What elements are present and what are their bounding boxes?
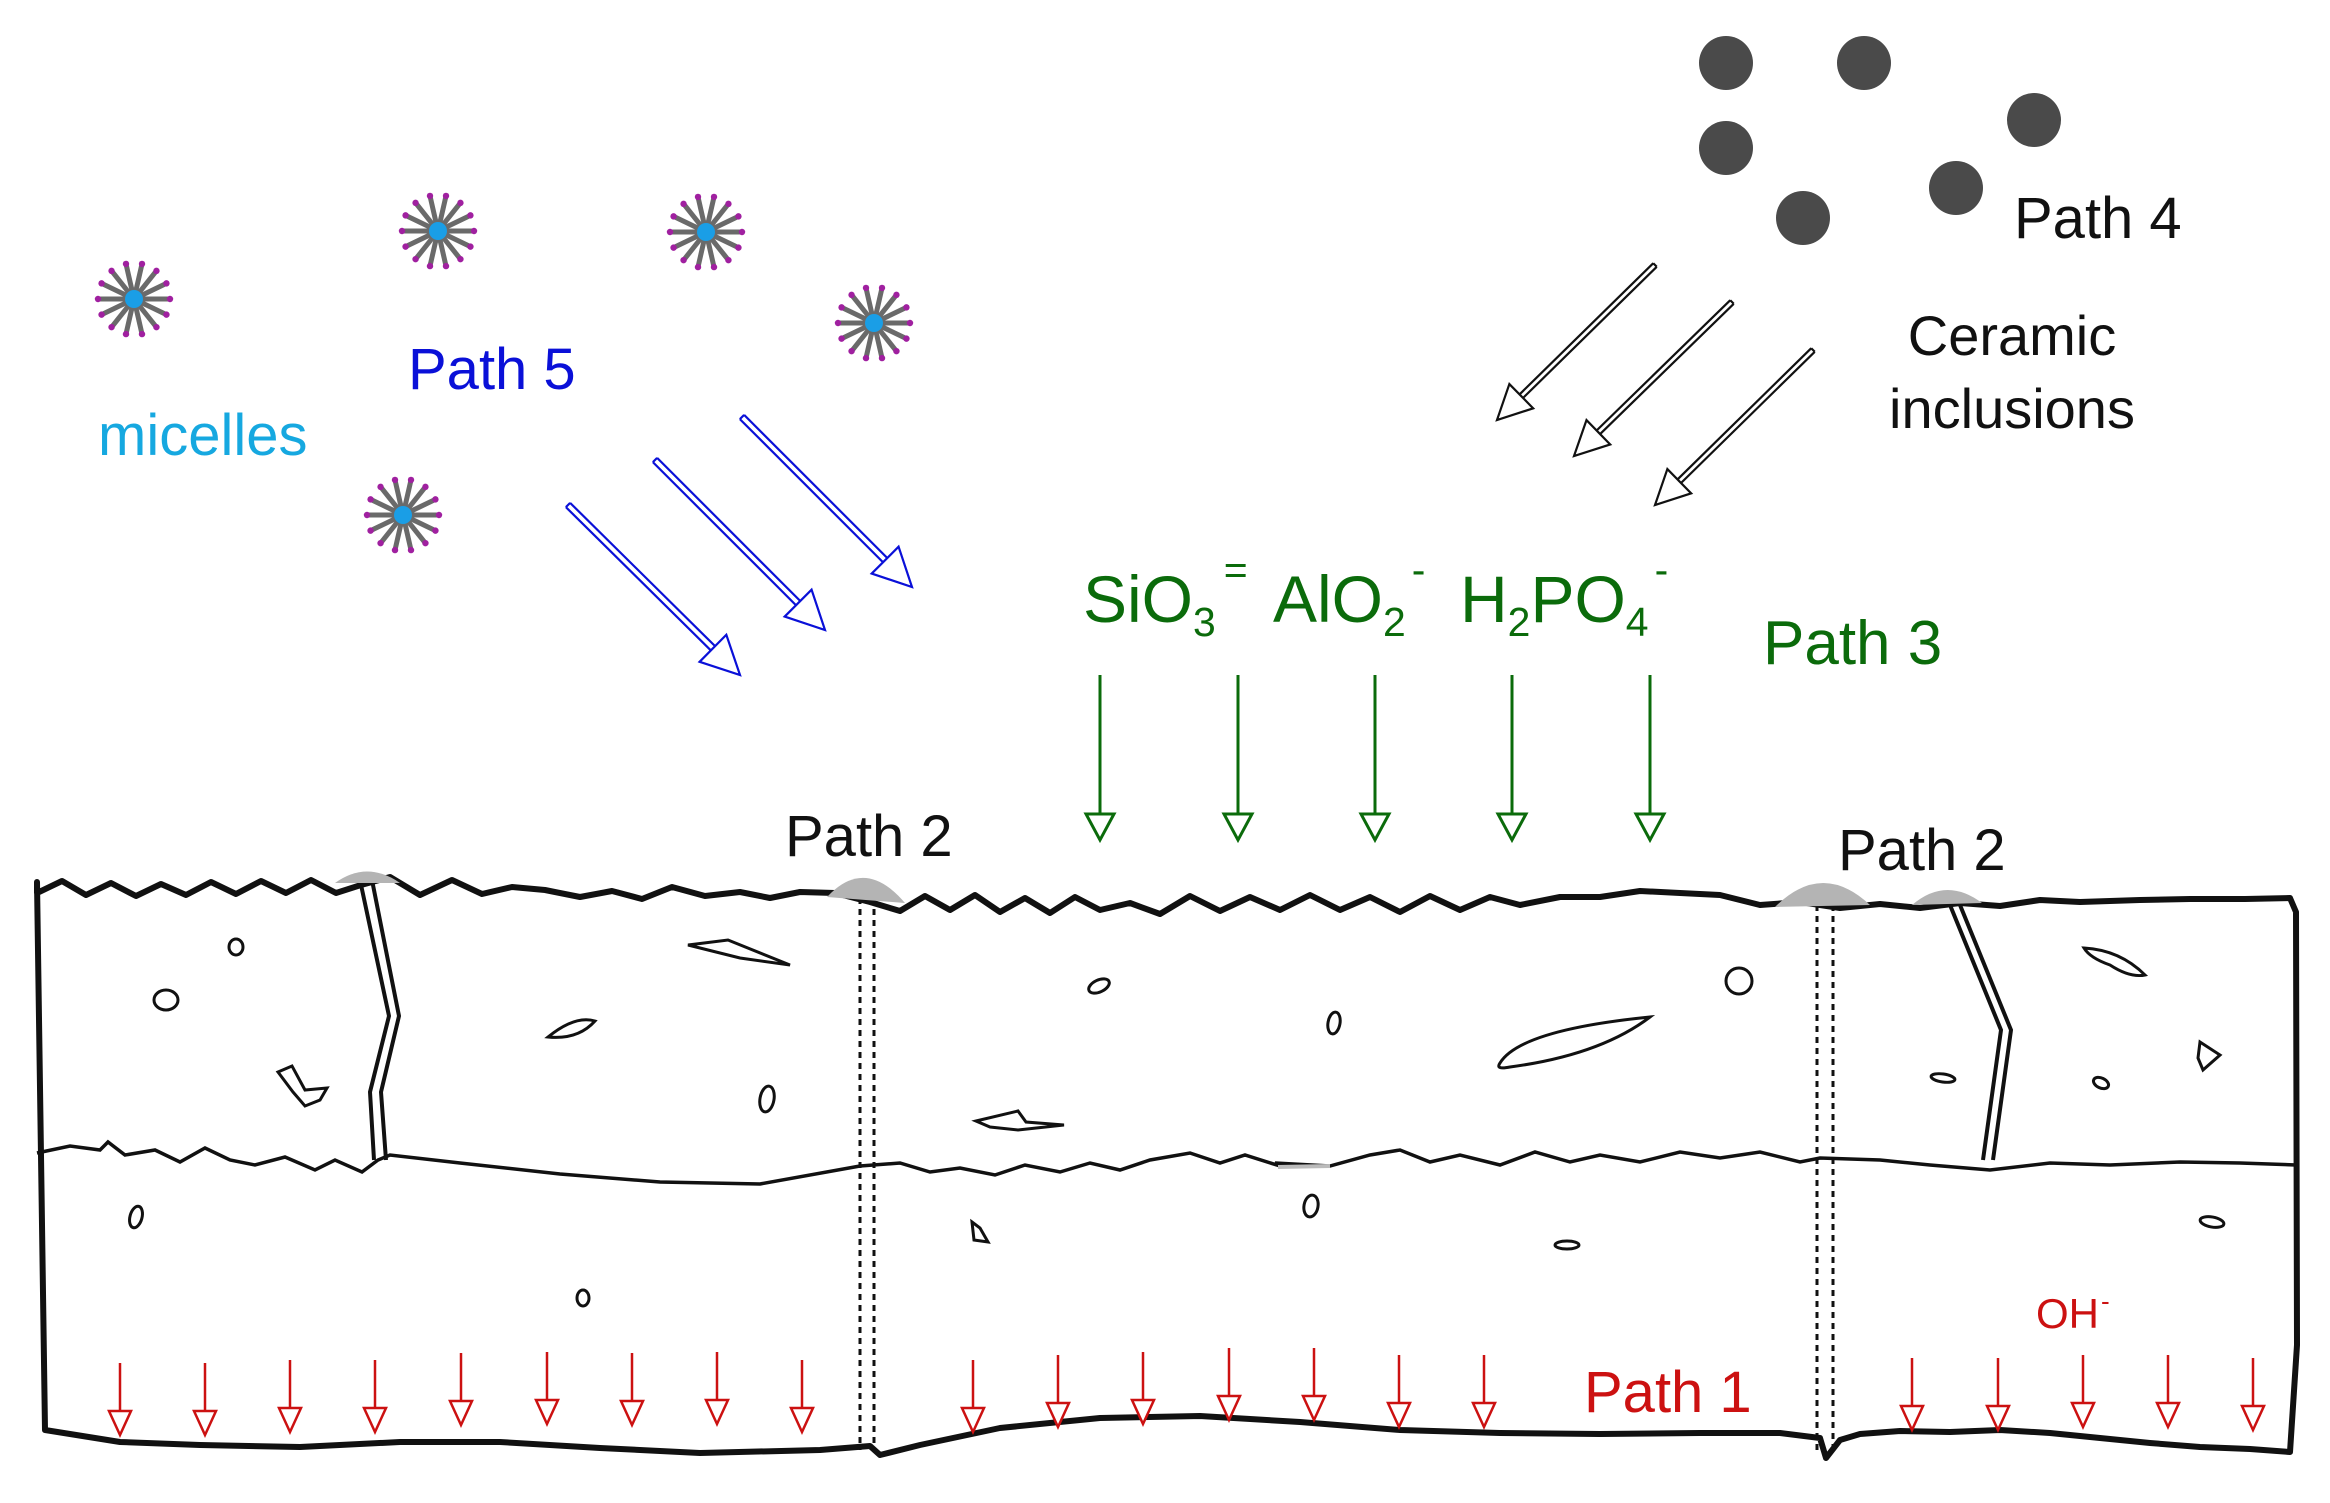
micelles-label: micelles	[98, 403, 308, 468]
arrow-icon	[1495, 675, 1529, 844]
arrow-icon	[448, 1353, 474, 1429]
arrow-icon	[1386, 1355, 1412, 1431]
ceramic-inclusions-label-line2: inclusions	[1889, 377, 2135, 440]
ceramic-particle-icon	[1837, 36, 1891, 90]
arrow-icon	[619, 1353, 645, 1429]
arrow-icon	[1653, 347, 1816, 507]
micelle-icon	[398, 192, 478, 270]
path4-label: Path 4	[2014, 186, 2182, 251]
path3-label: Path 3	[1763, 609, 1942, 678]
ceramic-particle-icon	[1776, 191, 1830, 245]
arrow-icon	[739, 414, 914, 589]
arrow-icon	[1301, 1348, 1327, 1424]
arrow-icon	[192, 1363, 218, 1439]
path1-arrows	[107, 1348, 2266, 1439]
arrow-icon	[1633, 675, 1667, 844]
micelle-icon	[363, 476, 443, 554]
coating-outline	[34, 874, 2300, 1461]
path5-arrows	[565, 414, 914, 677]
arrow-icon	[1899, 1358, 1925, 1434]
silicate-ion: SiO3=	[1083, 547, 1248, 645]
aluminate-ion: AlO2-	[1273, 547, 1425, 645]
arrow-icon	[107, 1363, 133, 1439]
arrow-icon	[1216, 1348, 1242, 1424]
arrow-icon	[960, 1360, 986, 1436]
arrow-icon	[789, 1360, 815, 1436]
path2-right-label: Path 2	[1838, 818, 2006, 883]
ceramic-inclusions-label-line1: Ceramic	[1908, 304, 2116, 367]
micelles-group	[94, 192, 914, 554]
path5-label: Path 5	[408, 337, 576, 402]
arrow-icon	[362, 1360, 388, 1436]
arrow-icon	[565, 502, 742, 677]
discharge-channel-left	[858, 898, 876, 1450]
ceramic-particle-icon	[1929, 161, 1983, 215]
arrow-icon	[1045, 1355, 1071, 1431]
discharge-bump-icon	[1775, 882, 1870, 907]
crack-icon	[1948, 904, 2014, 1161]
path2-left-label: Path 2	[785, 804, 953, 869]
arrow-icon	[534, 1352, 560, 1428]
micelle-icon	[94, 260, 174, 338]
coating-layer	[34, 871, 2300, 1461]
ceramic-particle-icon	[1699, 36, 1753, 90]
phosphate-ion: H2PO4-	[1460, 547, 1668, 645]
layer-interface	[36, 1139, 2297, 1186]
arrow-icon	[1572, 299, 1735, 458]
arrow-icon	[1221, 675, 1255, 844]
hydroxide-ion: OH-	[2036, 1286, 2110, 1337]
ceramic-inclusions-group	[1699, 36, 2061, 245]
ceramic-particle-icon	[2007, 93, 2061, 147]
arrow-icon	[1471, 1355, 1497, 1431]
path3-arrows	[1083, 675, 1667, 844]
pore-icon	[128, 937, 2226, 1308]
path1-label: Path 1	[1584, 1360, 1752, 1425]
crack-icon	[358, 879, 402, 1161]
discharge-bump-icon	[335, 871, 400, 883]
arrow-icon	[277, 1360, 303, 1436]
micelle-icon	[666, 193, 746, 271]
arrow-icon	[652, 457, 827, 632]
arrow-icon	[1985, 1358, 2011, 1434]
arrow-icon	[2070, 1355, 2096, 1431]
arrow-icon	[1083, 675, 1117, 844]
discharge-channel-right	[1815, 905, 1835, 1455]
discharge-bump-icon	[1912, 889, 1982, 905]
arrow-icon	[1130, 1352, 1156, 1428]
interface-gap-highlight	[1277, 1164, 1331, 1169]
ceramic-particle-icon	[1699, 121, 1753, 175]
arrow-icon	[2155, 1355, 2181, 1431]
arrow-icon	[704, 1352, 730, 1428]
arrow-icon	[2240, 1358, 2266, 1434]
arrow-icon	[1358, 675, 1392, 844]
discharge-bump-icon	[827, 877, 905, 903]
arrow-icon	[1495, 262, 1658, 422]
micelle-icon	[834, 284, 914, 362]
path4-arrows	[1495, 262, 1816, 507]
